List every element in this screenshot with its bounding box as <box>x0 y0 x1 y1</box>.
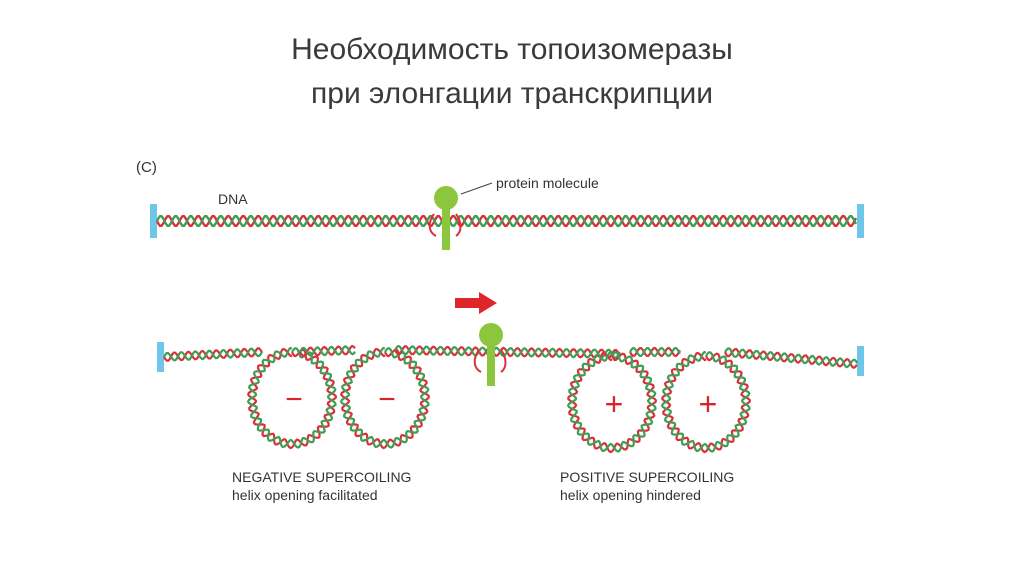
negative-loop-2-green <box>339 346 430 449</box>
backbone-seg-5-red <box>724 347 858 369</box>
relaxed-dna <box>150 204 864 238</box>
positive-supercoiling-title: POSITIVE SUPERCOILING <box>560 469 734 485</box>
negative-loop-1-red <box>246 348 338 450</box>
backbone-seg-4-green <box>629 346 681 358</box>
backbone-seg-5-green <box>724 347 859 369</box>
left-anchor-bottom <box>157 342 164 372</box>
slide-title: Необходимость топоизомеразы при элонгаци… <box>0 28 1024 116</box>
protein-label: protein molecule <box>496 175 599 191</box>
negative-sign-1: − <box>285 383 303 416</box>
negative-sign-2: − <box>378 383 396 416</box>
right-anchor <box>857 204 864 238</box>
positive-sign-1: + <box>605 386 624 422</box>
positive-loop-1-red <box>566 352 658 454</box>
protein-molecule-top <box>428 186 462 250</box>
title-line-1: Необходимость топоизомеразы <box>291 33 733 66</box>
backbone-seg-3-green <box>394 345 621 360</box>
positive-loop-2-green <box>660 350 751 453</box>
panel-label: (C) <box>136 159 157 176</box>
dna-strand-red <box>155 215 858 227</box>
positive-loop-2-red <box>660 352 752 454</box>
negative-supercoiling-title: NEGATIVE SUPERCOILING <box>232 469 411 485</box>
backbone-seg-2-green <box>299 345 356 357</box>
positive-supercoiling-subtitle: helix opening hindered <box>560 487 701 503</box>
protein-leader-line <box>460 182 493 195</box>
negative-supercoiling-subtitle: helix opening facilitated <box>232 487 378 503</box>
direction-arrow <box>455 292 497 314</box>
left-anchor <box>150 204 157 238</box>
negative-loop-2-red <box>339 348 431 450</box>
right-anchor-bottom <box>857 346 864 376</box>
dna-strand-green <box>155 215 858 227</box>
supercoiled-dna <box>157 342 864 454</box>
backbone-seg-1-green <box>163 347 263 362</box>
positive-sign-2: + <box>699 386 718 422</box>
negative-loop-1-green <box>246 346 337 449</box>
positive-loop-1-green <box>566 350 657 453</box>
title-line-2: при элонгации транскрипции <box>311 77 713 110</box>
dna-label: DNA <box>218 191 248 207</box>
protein-molecule-bottom <box>473 323 507 386</box>
